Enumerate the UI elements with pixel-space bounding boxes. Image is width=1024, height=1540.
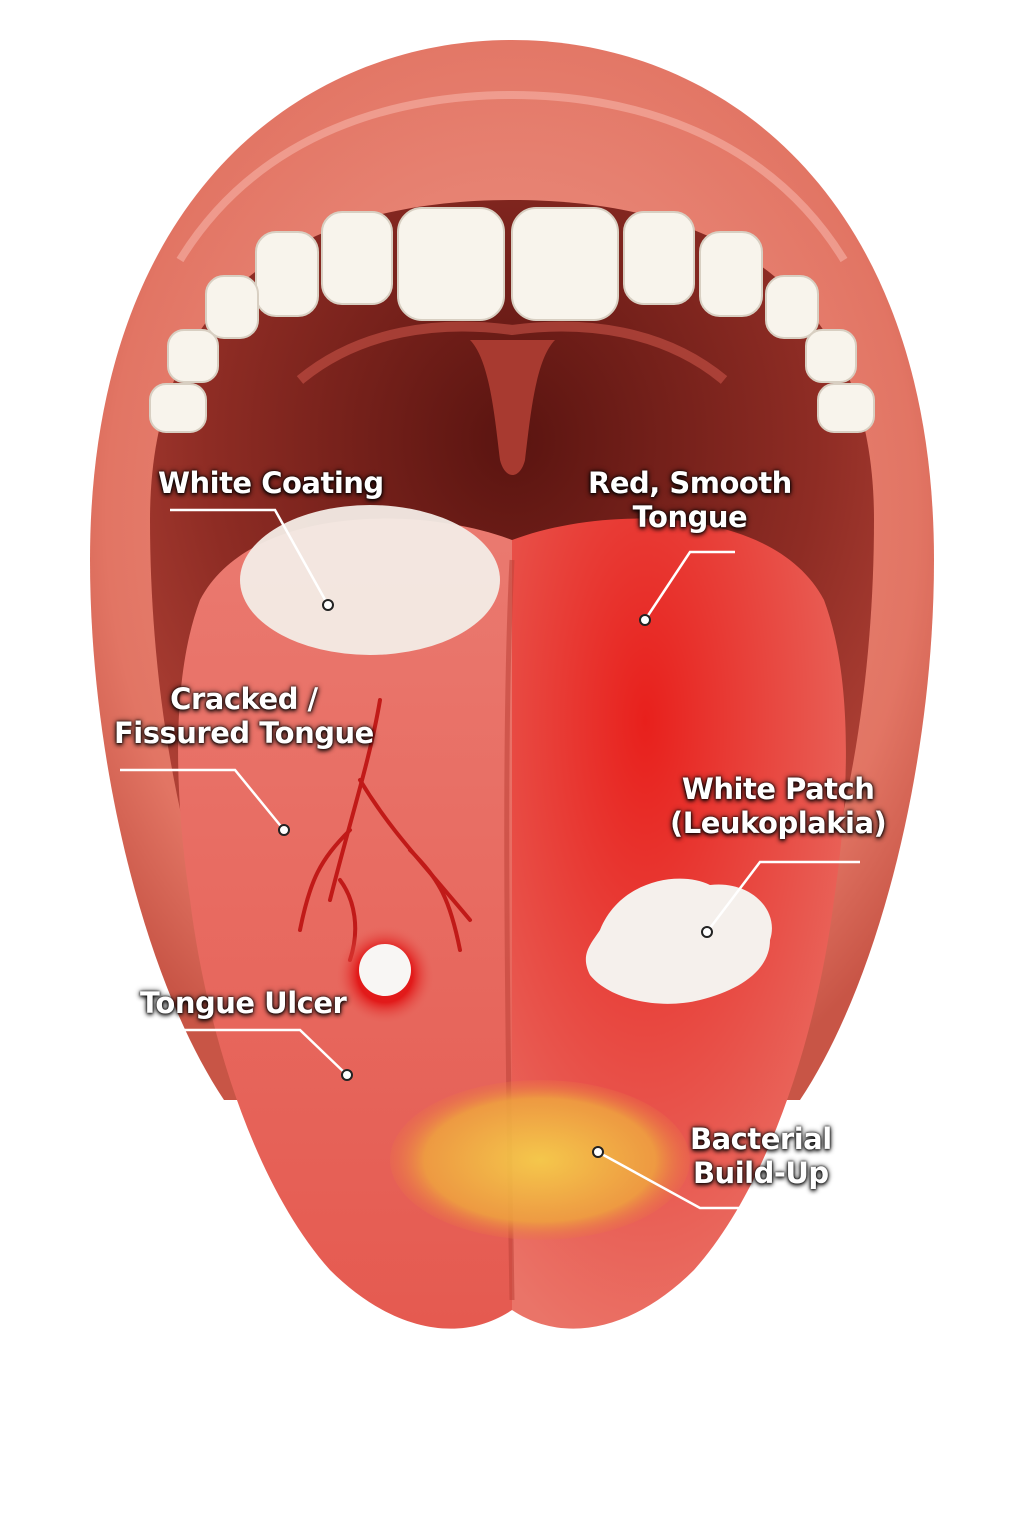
label-text: Red, Smooth: [588, 466, 792, 500]
label-text: (Leukoplakia): [670, 806, 887, 840]
label-white-coating: White Coating: [158, 466, 384, 500]
label-text: White Coating: [158, 466, 384, 500]
label-text: Build-Up: [692, 1156, 829, 1190]
bacterial-buildup-area: [390, 1080, 690, 1240]
label-red-smooth-tongue: Red, Smooth Tongue: [588, 466, 792, 534]
leader-lines: [120, 508, 860, 1210]
tongue: [178, 505, 846, 1329]
label-text: Cracked /: [170, 682, 318, 716]
fissures: [298, 698, 472, 962]
label-tongue-ulcer: Tongue Ulcer: [140, 986, 347, 1020]
label-bacterial-build-up: Bacterial Build-Up: [690, 1122, 832, 1190]
label-text: Tongue: [632, 500, 748, 534]
leader-dots: [278, 599, 713, 1158]
label-white-patch-leukoplakia: White Patch (Leukoplakia): [670, 772, 887, 840]
label-cracked-fissured-tongue: Cracked / Fissured Tongue: [114, 682, 374, 750]
label-text: Bacterial: [690, 1122, 832, 1156]
label-text: White Patch: [681, 772, 875, 806]
label-text: Tongue Ulcer: [140, 986, 347, 1020]
label-text: Fissured Tongue: [114, 716, 374, 750]
upper-teeth: [149, 207, 875, 433]
white-coating-area: [240, 505, 500, 655]
white-patch-area: [585, 878, 772, 1004]
